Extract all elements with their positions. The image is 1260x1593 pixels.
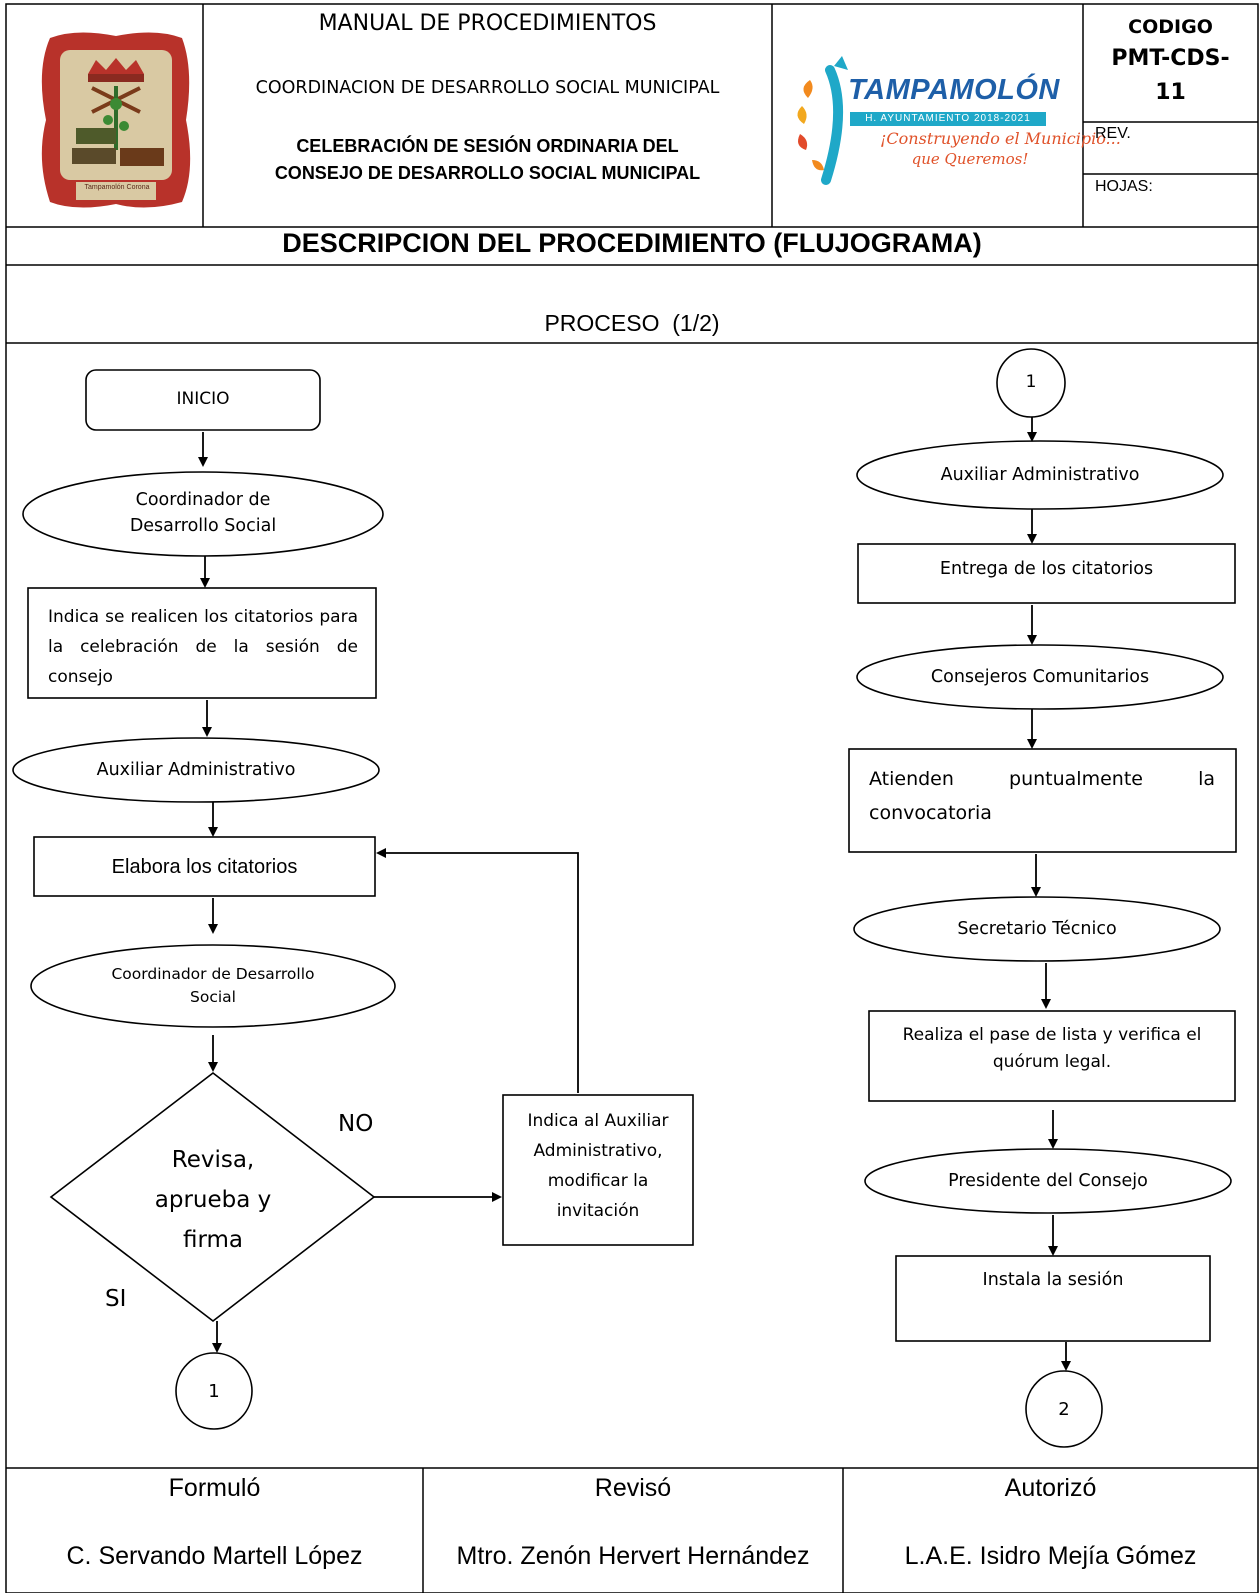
step-atienden-line2: convocatoria <box>869 802 992 824</box>
formulo-name: C. Servando Martell López <box>66 1542 363 1570</box>
step-correction-line1: Indica al Auxiliar <box>527 1111 669 1131</box>
start-terminal-label: INICIO <box>176 389 230 410</box>
step-entrega-label: Entrega de los citatorios <box>939 558 1154 579</box>
connector-circle-in-1 <box>996 348 1066 418</box>
brand-slogan-line1: ¡Construyendo el Municipio... <box>880 129 1121 148</box>
procedure-title-line1: CELEBRACIÓN DE SESIÓN ORDINARIA DEL <box>296 136 679 156</box>
actor-coordinador-line1: Coordinador de <box>135 490 271 510</box>
actor-coordinador-2-line2: Social <box>190 988 236 1006</box>
actor-coordinador-2-label: Coordinador de Desarrollo Social <box>60 963 366 1009</box>
actor-coordinador-label: Coordinador de Desarrollo Social <box>40 480 366 546</box>
procedure-title-line2: CONSEJO DE DESARROLLO SOCIAL MUNICIPAL <box>274 163 701 183</box>
no-branch-label: NO <box>338 1111 374 1137</box>
decision-line2: aprueba y <box>154 1187 272 1213</box>
process-box-instala <box>895 1255 1211 1342</box>
actor-secretario-label: Secretario Técnico <box>957 918 1117 939</box>
process-box-indica <box>27 587 377 699</box>
step-atienden-line1: Atienden puntualmente la <box>869 762 1215 796</box>
brand-subtitle: H. AYUNTAMIENTO 2018-2021 <box>850 112 1046 126</box>
connector-circle-out-2 <box>1025 1370 1103 1448</box>
step-atienden-label: Atienden puntualmente la convocatoria <box>869 762 1215 830</box>
brand-slogan-line2: que Queremos! <box>911 150 1029 168</box>
actor-ellipse-coordinador <box>22 471 384 557</box>
actor-ellipse-secretario <box>853 896 1221 962</box>
actor-consejeros-label: Consejeros Comunitarios <box>930 666 1150 687</box>
code-value-line2: 11 <box>1155 80 1186 105</box>
connector-in-1-label: 1 <box>1025 372 1037 393</box>
process-box-atienden <box>848 748 1237 853</box>
actor-ellipse-presidente <box>864 1148 1232 1214</box>
process-label: PROCESO (1/2) <box>544 310 720 336</box>
actor-ellipse-auxiliar-right <box>856 440 1224 510</box>
process-box-entrega <box>857 543 1236 604</box>
step-instala-label: Instala la sesión <box>982 1269 1124 1290</box>
step-indica-label: Indica se realicen los citatorios para l… <box>48 607 358 687</box>
decision-diamond <box>49 1071 376 1323</box>
manual-title: MANUAL DE PROCEDIMIENTOS <box>318 11 657 36</box>
code-value-line1: PMT-CDS- <box>1111 46 1230 71</box>
sheets-label: HOJAS: <box>1095 178 1153 195</box>
connector-circle-out-1 <box>175 1352 253 1430</box>
step-atienden-word2: puntualmente <box>1009 768 1143 790</box>
connector-out-1-label: 1 <box>208 1380 220 1402</box>
actor-coordinador-2-line1: Coordinador de Desarrollo <box>111 965 315 983</box>
decision-label: Revisa, aprueba y firma <box>110 1140 316 1260</box>
actor-auxiliar-left-label: Auxiliar Administrativo <box>96 759 296 780</box>
process-box-realiza <box>868 1010 1236 1102</box>
step-correction-line4: invitación <box>556 1201 640 1221</box>
actor-coordinador-line2: Desarrollo Social <box>129 516 277 536</box>
reviso-label: Revisó <box>594 1474 672 1502</box>
step-correction-line2: Administrativo, <box>533 1141 663 1161</box>
seal-caption: Tampamolón Corona <box>84 184 150 191</box>
actor-ellipse-auxiliar-left <box>12 737 380 803</box>
step-atienden-word1: Atienden <box>869 768 954 790</box>
start-terminal <box>85 369 321 431</box>
autorizo-name: L.A.E. Isidro Mejía Gómez <box>904 1542 1197 1570</box>
step-realiza-line1: Realiza el pase de lista y verifica el <box>902 1025 1202 1045</box>
reviso-name: Mtro. Zenón Hervert Hernández <box>456 1542 810 1570</box>
step-atienden-word3: la <box>1198 768 1215 790</box>
process-box-elabora <box>33 836 376 897</box>
step-realiza-line2: quórum legal. <box>992 1052 1112 1072</box>
connector-out-2-label: 2 <box>1058 1398 1070 1420</box>
municipal-seal-logo <box>41 32 191 208</box>
brand-name: TAMPAMOLÓN <box>848 74 1060 106</box>
rev-label: REV. <box>1095 125 1131 142</box>
step-correction-label: Indica al Auxiliar Administrativo, modif… <box>503 1104 693 1228</box>
step-correction-line3: modificar la <box>547 1171 649 1191</box>
actor-ellipse-consejeros <box>856 644 1224 710</box>
decision-line1: Revisa, <box>171 1147 255 1173</box>
decision-line3: firma <box>182 1227 244 1253</box>
step-elabora-label: Elabora los citatorios <box>111 855 298 878</box>
code-label: CODIGO <box>1128 16 1213 38</box>
formulo-label: Formuló <box>168 1474 261 1502</box>
actor-auxiliar-right-label: Auxiliar Administrativo <box>940 464 1140 485</box>
actor-ellipse-coordinador-2 <box>30 944 396 1028</box>
actor-presidente-label: Presidente del Consejo <box>948 1170 1148 1191</box>
process-box-correction <box>502 1094 694 1246</box>
tampamolon-brand-logo <box>797 56 848 185</box>
autorizo-label: Autorizó <box>1004 1474 1097 1502</box>
department-name: COORDINACION DE DESARROLLO SOCIAL MUNICI… <box>255 78 720 98</box>
yes-branch-label: SI <box>105 1286 127 1312</box>
step-realiza-label: Realiza el pase de lista y verifica el q… <box>869 1021 1235 1077</box>
section-title: DESCRIPCION DEL PROCEDIMIENTO (FLUJOGRAM… <box>282 228 982 258</box>
